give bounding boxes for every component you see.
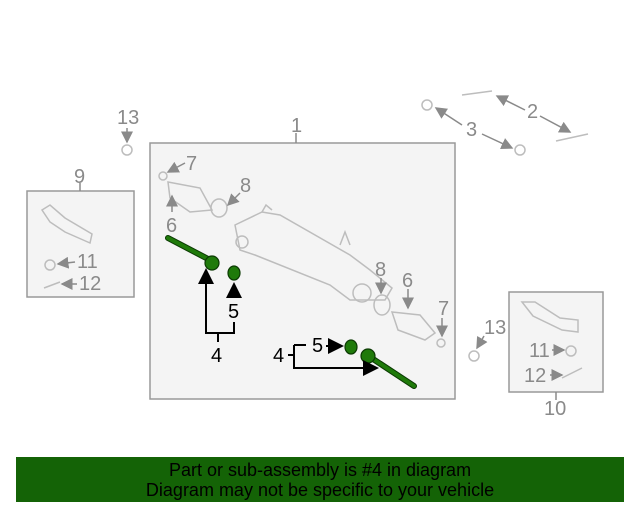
callout-11-left: 11 <box>77 251 98 273</box>
callout-11-right: 11 <box>529 340 550 362</box>
banner-line-1: Part or sub-assembly is #4 in diagram <box>168 460 472 480</box>
callout-8-right: 8 <box>375 259 386 281</box>
callout-7-right: 7 <box>438 298 449 320</box>
inner-tie-rod-left <box>165 235 220 271</box>
callout-2: 2 <box>527 101 538 123</box>
callout-12-right: 12 <box>524 365 546 387</box>
steering-rack <box>234 203 393 303</box>
callout-6-right: 6 <box>402 270 413 292</box>
banner-line-2: Diagram may not be specific to your vehi… <box>145 480 495 500</box>
info-banner: Part or sub-assembly is #4 in diagram Di… <box>16 457 624 502</box>
boot-right <box>373 294 446 348</box>
callout-13-right: 13 <box>484 317 506 339</box>
callout-4-right: 4 <box>273 345 284 367</box>
callout-12-left: 12 <box>79 273 101 295</box>
nut-left <box>44 259 56 271</box>
callout-9: 9 <box>74 166 85 188</box>
bolts-group <box>421 90 589 156</box>
callout-6-left: 6 <box>166 215 177 237</box>
callout-5-left: 5 <box>228 301 239 323</box>
callout-4-left: 4 <box>211 345 222 367</box>
callout-13-left: 13 <box>117 107 139 129</box>
nut-right <box>565 345 577 357</box>
callout-5-right: 5 <box>312 335 323 357</box>
callout-10: 10 <box>544 398 566 420</box>
lock-nut-right <box>344 339 358 355</box>
cotter-pin-left <box>43 281 61 289</box>
callout-8-left: 8 <box>240 175 251 197</box>
callout-1: 1 <box>291 115 302 137</box>
tie-rod-end-left <box>40 204 93 245</box>
nut-13-right <box>468 350 480 362</box>
nut-13-left <box>121 144 133 156</box>
cotter-pin-right <box>561 367 583 379</box>
callout-7-left: 7 <box>186 153 197 175</box>
lock-nut-left <box>227 265 241 281</box>
callout-3: 3 <box>466 119 477 141</box>
tie-rod-end-right <box>520 301 579 333</box>
